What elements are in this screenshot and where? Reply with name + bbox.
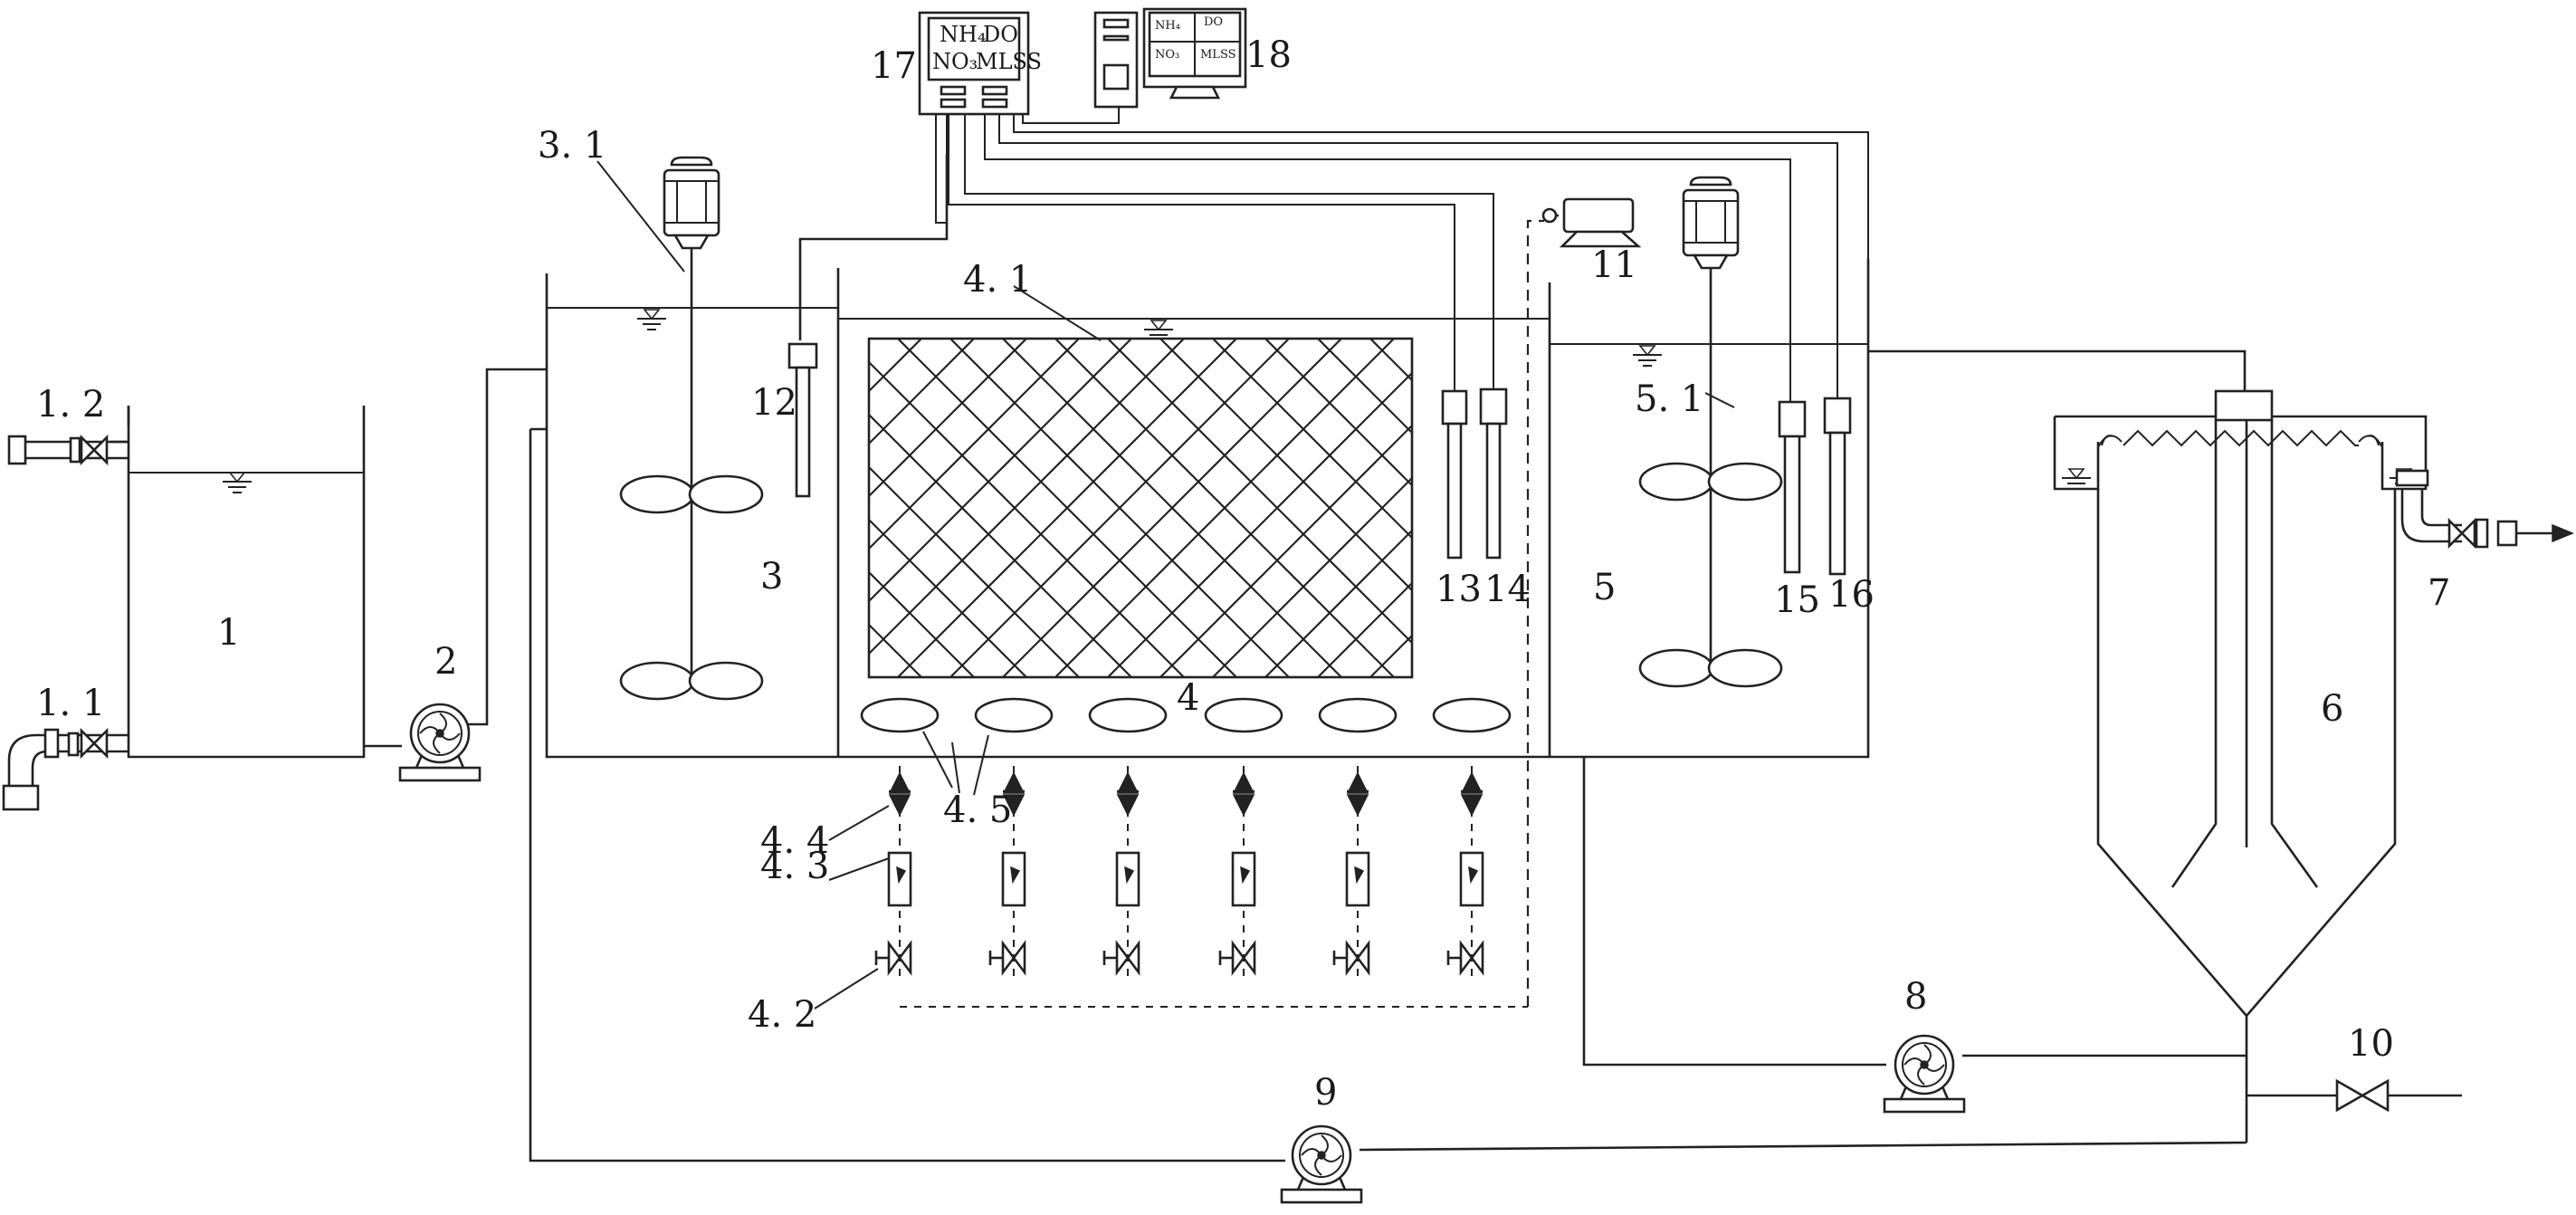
- monitor-do-label: DO: [983, 22, 1018, 47]
- label-17: 17: [871, 45, 917, 87]
- screen-do-label: DO: [1204, 15, 1223, 29]
- labels: 1 1. 1 1. 2 2 3 3. 1 4 4. 1 4. 2 4. 3 4.…: [36, 34, 2450, 1114]
- screen-nh4-label: NH₄: [1155, 19, 1180, 33]
- label-1: 1: [217, 612, 240, 654]
- effluent-outlet: [2395, 469, 2574, 549]
- label-8: 8: [1904, 976, 1927, 1018]
- label-4-2: 4. 2: [748, 994, 816, 1036]
- aeration-piping: [874, 219, 1544, 1008]
- feed-tank: [127, 406, 366, 759]
- aerobic-mixer: [1638, 176, 1783, 688]
- probe-13: [1441, 389, 1468, 560]
- monitor-nh4-label: NH₄: [940, 22, 987, 47]
- leader-lines: [596, 160, 1735, 1009]
- air-blower: [1541, 197, 1642, 248]
- aeration-diffusers: [860, 697, 1512, 733]
- label-15: 15: [1774, 579, 1820, 621]
- label-4-5: 4. 5: [943, 789, 1012, 831]
- screen-mlss-label: MLSS: [1200, 48, 1236, 62]
- label-16: 16: [1828, 574, 1875, 616]
- return-sludge-pump: [1883, 1034, 1966, 1114]
- sludge-discharge-valve: [2247, 1078, 2462, 1113]
- label-11: 11: [1591, 244, 1637, 286]
- label-3: 3: [760, 556, 783, 598]
- label-1-2: 1. 2: [36, 384, 105, 426]
- signal-wires: [935, 114, 1869, 402]
- secondary-clarifier: [2053, 389, 2428, 1143]
- label-10: 10: [2348, 1023, 2394, 1065]
- label-5-1: 5. 1: [1635, 378, 1703, 420]
- inlet-valve-1-2: [7, 435, 129, 465]
- label-3-1: 3. 1: [538, 125, 606, 167]
- label-12: 12: [751, 382, 797, 424]
- label-14: 14: [1484, 569, 1531, 610]
- probe-14: [1479, 387, 1508, 560]
- label-9: 9: [1314, 1072, 1337, 1114]
- screen-no3-label: NO₃: [1155, 48, 1179, 62]
- outlet-valve-1-1: [2, 728, 129, 811]
- label-5: 5: [1593, 567, 1616, 608]
- reactor: [545, 259, 1870, 759]
- recycle-pump: [1280, 1124, 1363, 1204]
- feed-pump: [398, 703, 482, 782]
- monitor-mlss-label: MLSS: [976, 49, 1042, 74]
- label-1-1: 1. 1: [36, 683, 105, 724]
- label-2: 2: [434, 641, 457, 683]
- label-4-4: 4. 4: [760, 820, 829, 862]
- packing-media: [867, 337, 1414, 679]
- probe-12: [787, 108, 961, 498]
- label-13: 13: [1436, 569, 1482, 610]
- computer-screen: NH₄ DO NO₃ MLSS: [1142, 7, 1247, 100]
- label-4-1: 4. 1: [963, 259, 1032, 301]
- label-4-3: 4. 3: [760, 846, 829, 887]
- label-7: 7: [2428, 572, 2450, 614]
- computer-tower: [1093, 11, 1139, 109]
- probe-16: [1823, 397, 1852, 576]
- multi-parameter-monitor: NH₄ DO NO₃ MLSS: [918, 11, 1042, 116]
- label-6: 6: [2321, 688, 2343, 730]
- label-4: 4: [1177, 677, 1199, 719]
- anoxic-mixer: [619, 156, 764, 701]
- monitor-no3-label: NO₃: [932, 49, 978, 74]
- label-18: 18: [1245, 34, 1292, 76]
- probe-15: [1778, 400, 1807, 574]
